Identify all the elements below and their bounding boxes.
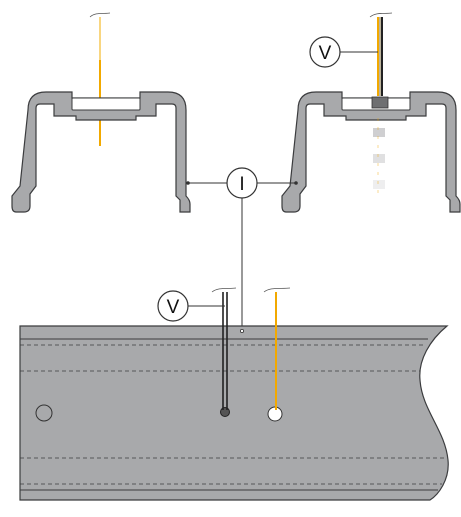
- callout-i: I: [188, 167, 296, 328]
- bottom-dark-wire-curl: [211, 287, 237, 293]
- callout-i-circle: [226, 167, 258, 199]
- callout-v-top-circle: [309, 36, 341, 68]
- ghost-block-2: [373, 154, 385, 163]
- callout-v-bottom-label: V: [167, 297, 180, 318]
- callout-v-bottom-circle: [157, 290, 189, 322]
- right-wire-curl: [369, 12, 393, 18]
- right-profile-section: [281, 12, 461, 213]
- bottom-mount-hole: [35, 404, 53, 422]
- right-led-strip-block: [371, 96, 389, 109]
- left-profile-shape: [11, 91, 191, 213]
- ghost-block-1: [373, 128, 385, 137]
- right-profile-shape: [281, 91, 461, 213]
- bottom-profile-view: [19, 287, 449, 501]
- left-profile-section: [11, 12, 191, 213]
- callout-i-label: I: [239, 174, 244, 195]
- ghost-block-3: [373, 180, 385, 189]
- callout-v-bottom: V: [157, 290, 225, 322]
- bottom-profile-body: [19, 325, 449, 501]
- left-profile-channel: [71, 97, 141, 111]
- bottom-orange-wire-curl: [263, 287, 291, 293]
- left-wire-curl: [89, 12, 111, 18]
- callout-v-top: V: [309, 36, 378, 68]
- callout-v-top-label: V: [319, 43, 332, 64]
- bottom-dark-wire-hole: [220, 407, 230, 417]
- bottom-screw-mark: [239, 328, 244, 333]
